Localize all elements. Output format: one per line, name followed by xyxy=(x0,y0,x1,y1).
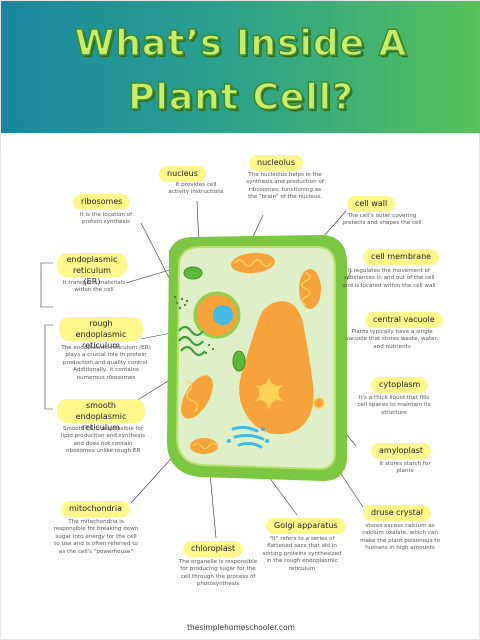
desc-mitochondria: The mitochondria is responsible for brea… xyxy=(53,519,139,555)
golgi-shape xyxy=(231,425,265,449)
desc-smooth-er: Smooth ER is responsible for lipid produ… xyxy=(61,426,145,455)
label-cell-wall: cell wall xyxy=(347,196,396,212)
label-rough-er: rough endoplasmic reticulum xyxy=(59,317,143,350)
golgi-vesicles xyxy=(227,427,269,443)
desc-amyloplast: It stores starch for plants xyxy=(379,461,431,475)
desc-chloroplast: The organelle is responsible for produci… xyxy=(178,559,258,588)
label-nucleus: nucleus xyxy=(159,166,206,182)
footer-url: thesimplehomeschooler.com xyxy=(187,623,295,632)
label-chloroplast: chloroplast xyxy=(183,541,244,557)
header-banner: What’s Inside A Plant Cell? xyxy=(1,1,480,133)
desc-golgi: "It" refers to a series of flattened sac… xyxy=(262,536,342,572)
desc-central-vacuole: Plants typically have a single vacuole t… xyxy=(345,329,439,350)
label-smooth-er: smooth endoplasmic reticulum xyxy=(57,399,145,432)
title-line-1: What’s Inside A xyxy=(74,22,408,65)
title-line-2: Plant Cell? xyxy=(127,76,354,119)
desc-nucleolus: The nucleolus helps in the synthesis and… xyxy=(246,172,324,201)
leader-cell-wall xyxy=(322,210,347,238)
label-cell-membrane: cell membrane xyxy=(363,249,440,265)
label-amyloplast: amyloplast xyxy=(371,443,432,459)
desc-nucleus: It provides cell activity instructions xyxy=(168,182,224,196)
amyloplast-shape xyxy=(313,397,325,409)
label-cytoplasm: cytoplasm xyxy=(371,377,429,393)
bracket-rough-smooth xyxy=(44,324,53,410)
label-druse-crystal: druse crystal xyxy=(363,505,431,521)
leader-er xyxy=(125,268,174,284)
label-golgi: Golgi apparatus xyxy=(266,518,346,534)
label-ribosomes: ribosomes xyxy=(73,194,131,210)
central-vacuole-shape xyxy=(239,301,314,435)
label-nucleolus: nucleolus xyxy=(249,155,304,171)
chloroplast-shapes xyxy=(183,266,246,454)
mitochondria-shapes xyxy=(181,252,321,419)
ribosome-dots xyxy=(173,295,215,355)
druse-crystal-shape xyxy=(255,377,283,409)
desc-cell-wall: The cell's outer covering protects and s… xyxy=(342,213,422,227)
desc-cytoplasm: It's a thick liquid that fills cell spac… xyxy=(357,395,431,416)
label-mitochondria: mitochondria xyxy=(61,501,130,517)
desc-endoplasmic-reticulum: It transports materials within the cell xyxy=(62,280,126,294)
desc-druse-crystal: stores excess calcium as calcium oxalate… xyxy=(360,523,440,552)
rough-er-shape xyxy=(178,325,206,357)
desc-ribosomes: It is the location of protein synthesis xyxy=(79,212,133,226)
desc-cell-membrane: It regulates the movement of substances … xyxy=(342,268,436,289)
bracket-er xyxy=(40,262,53,308)
nucleolus-shape xyxy=(213,305,233,325)
left-brackets xyxy=(40,262,53,410)
label-central-vacuole: central vacuole xyxy=(365,312,443,328)
desc-rough-er: The endoplasmic reticulum (ER) plays a c… xyxy=(61,345,151,381)
label-endoplasmic-reticulum: endoplasmic reticulum (ER) xyxy=(57,253,127,286)
